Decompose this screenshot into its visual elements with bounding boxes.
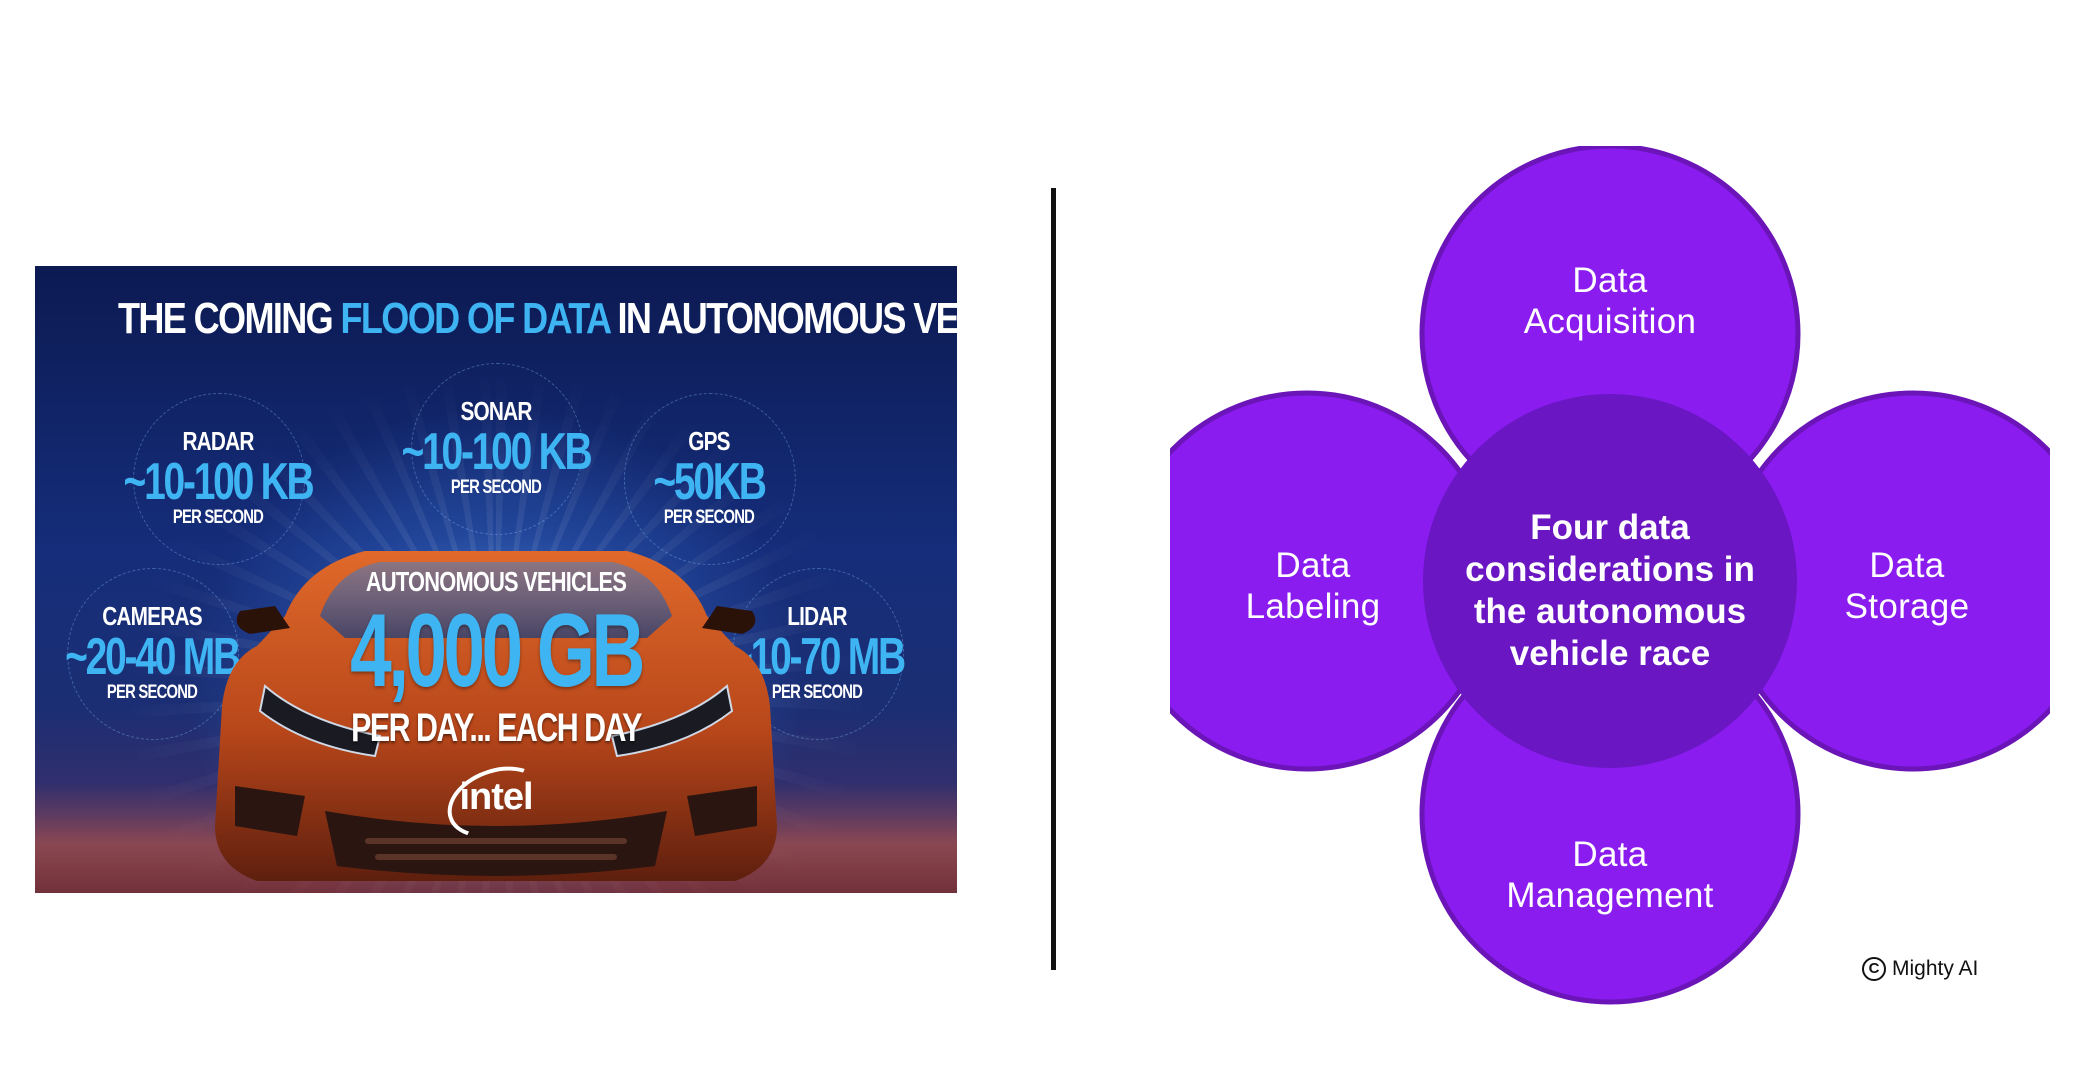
car-label-text: AUTONOMOUS VEHICLES bbox=[365, 566, 627, 597]
title-prefix: THE COMING bbox=[117, 294, 341, 343]
petal-label-acquisition: Data Acquisition bbox=[1524, 260, 1697, 342]
sensor-name: LIDAR bbox=[787, 601, 847, 631]
sensor-name: GPS bbox=[688, 426, 730, 456]
sensor-unit: PER SECOND bbox=[450, 477, 542, 498]
car-total: 4,000 GB bbox=[293, 596, 698, 706]
petal-label-line: Storage bbox=[1844, 587, 1970, 626]
petal-label-storage: Data Storage bbox=[1845, 545, 1970, 627]
center-label: Four data considerations in the autonomo… bbox=[1465, 507, 1755, 675]
petal-label-management: Data Management bbox=[1506, 834, 1713, 916]
car-total-text: 4,000 GB bbox=[350, 593, 645, 709]
petal-label-line: Data bbox=[1572, 835, 1648, 874]
intel-logo: intel bbox=[459, 776, 533, 818]
petal-label-line: Management bbox=[1506, 876, 1714, 915]
sensor-name: RADAR bbox=[182, 426, 254, 456]
right-headlight bbox=[610, 684, 734, 758]
center-label-line: Four data bbox=[1530, 508, 1690, 547]
sensor-ring bbox=[411, 362, 583, 535]
data-considerations-diagram: Data Acquisition Data Labeling Data Stor… bbox=[1170, 146, 2050, 1016]
sensor-unit: PER SECOND bbox=[771, 682, 863, 703]
sensor-ring bbox=[67, 567, 239, 740]
sensor-unit: PER SECOND bbox=[172, 507, 264, 528]
sensor-unit: PER SECOND bbox=[106, 682, 198, 703]
petal-shapes bbox=[1170, 146, 2050, 1005]
copyright-icon: C bbox=[1862, 957, 1886, 981]
car-windshield bbox=[320, 562, 672, 638]
vertical-divider bbox=[1051, 188, 1056, 970]
center-label-line: the autonomous bbox=[1473, 592, 1747, 631]
left-mirror bbox=[236, 606, 290, 634]
grille-slat bbox=[375, 854, 617, 860]
car-rate-text: PER DAY... EACH DAY bbox=[351, 706, 642, 750]
car-illustration bbox=[215, 551, 777, 881]
sensor-sonar: SONAR ~10-100 KB PER SECOND bbox=[370, 362, 622, 535]
petal-label-line: Acquisition bbox=[1523, 302, 1697, 341]
sensor-value: ~10-100 KB bbox=[123, 453, 315, 511]
left-vent bbox=[235, 786, 305, 836]
left-headlight bbox=[258, 684, 382, 758]
sensor-radar: RADAR ~10-100 KB PER SECOND bbox=[92, 392, 344, 565]
sensor-value: ~50KB bbox=[653, 453, 766, 511]
credit: C Mighty AI bbox=[1862, 957, 1978, 981]
center-circle bbox=[1423, 394, 1797, 768]
petal-label-line: Data bbox=[1572, 261, 1648, 300]
petal-label-line: Labeling bbox=[1245, 587, 1381, 626]
petal-label-labeling: Data Labeling bbox=[1246, 545, 1381, 627]
infographic-title: THE COMING FLOOD OF DATA IN AUTONOMOUS V… bbox=[117, 294, 957, 344]
autonomous-data-infographic: THE COMING FLOOD OF DATA IN AUTONOMOUS V… bbox=[35, 266, 957, 893]
right-vent bbox=[687, 786, 757, 836]
title-highlight: FLOOD OF DATA bbox=[340, 294, 610, 343]
car-rate: PER DAY... EACH DAY bbox=[305, 706, 686, 751]
sensor-value: ~10-100 KB bbox=[401, 423, 593, 481]
sensor-ring bbox=[133, 392, 305, 565]
title-suffix: IN AUTONOMOUS VEHICLES bbox=[617, 294, 957, 343]
petal-label-line: Data bbox=[1869, 546, 1945, 585]
center-label-line: vehicle race bbox=[1509, 634, 1711, 673]
sensor-name: CAMERAS bbox=[102, 601, 202, 631]
sensor-cameras: CAMERAS ~20-40 MB PER SECOND bbox=[36, 567, 268, 740]
car-label: AUTONOMOUS VEHICLES bbox=[329, 566, 663, 598]
right-mirror bbox=[702, 606, 756, 634]
center-label-line: considerations in bbox=[1465, 550, 1755, 589]
sensor-ring bbox=[624, 392, 796, 565]
credit-text: Mighty AI bbox=[1892, 957, 1979, 980]
grille-slat bbox=[365, 838, 627, 844]
sensor-value: ~20-40 MB bbox=[65, 628, 241, 686]
sensor-unit: PER SECOND bbox=[663, 507, 755, 528]
petal-label-line: Data bbox=[1275, 546, 1351, 585]
sensor-name: SONAR bbox=[460, 396, 532, 426]
sensor-gps: GPS ~50KB PER SECOND bbox=[624, 392, 796, 565]
